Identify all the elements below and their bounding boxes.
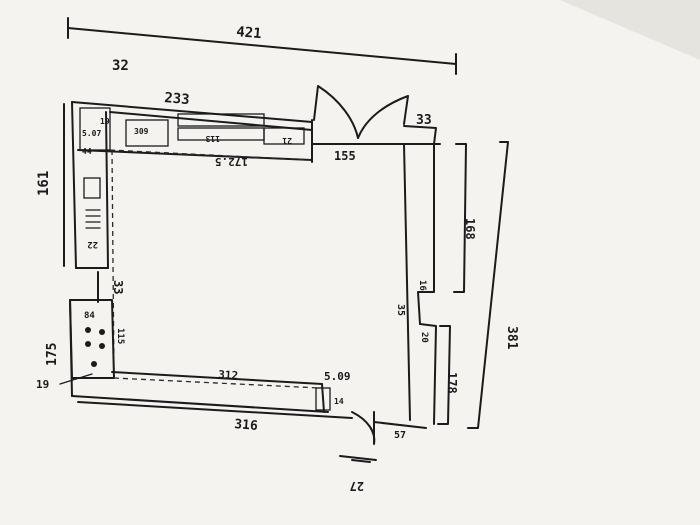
top-box-309: [125, 119, 169, 147]
dimension-line-168: [453, 143, 467, 293]
label-notch-35: 35: [395, 304, 406, 316]
dimension-line-381: [467, 141, 509, 429]
label-notch-20: 20: [419, 332, 429, 343]
label-small-22: 22: [87, 239, 98, 249]
hob-ring-5: [91, 361, 97, 367]
dimension-line-421: [67, 27, 457, 65]
label-right-381: 381: [504, 326, 519, 350]
label-right-178: 178: [445, 372, 459, 394]
door-bottom: [351, 411, 376, 445]
label-small-14: 14: [334, 397, 344, 406]
label-overall-width: 421: [236, 24, 263, 42]
hob-ring-2: [99, 329, 105, 335]
bottom-counter-front: [71, 395, 329, 413]
paper-shadow: [560, 0, 700, 60]
hob-ring-3: [85, 341, 91, 347]
right-wall-inner: [403, 143, 411, 421]
bottom-right-wall: [373, 421, 427, 429]
label-small-44: 44: [82, 147, 92, 156]
label-small-84: 84: [84, 311, 95, 321]
right-wall-upper: [417, 143, 435, 325]
label-right-168: 168: [463, 218, 477, 240]
hob-ring-1: [85, 327, 91, 333]
bottom-box-509: [315, 387, 331, 411]
label-right-33: 33: [416, 113, 432, 128]
left-counter-front: [105, 111, 109, 269]
label-marker-19: 19: [36, 378, 49, 391]
label-bottom-wall: 175: [45, 343, 60, 366]
dimension-line-178: [437, 325, 451, 425]
label-counter-113: 113: [205, 134, 220, 143]
left-counter-dashes: [111, 149, 115, 377]
top-wall-inner: [109, 111, 313, 131]
label-small-27: 27: [350, 479, 364, 493]
label-right-509: 5.09: [324, 370, 351, 383]
right-wall-lower: [419, 323, 437, 425]
top-appliance-3: [263, 127, 305, 145]
label-inner-312: 312: [218, 368, 239, 382]
top-counter-dashes: [109, 149, 311, 161]
label-notch-16: 16: [417, 280, 427, 291]
hob-ring-4: [99, 343, 105, 349]
bottom-counter-top: [111, 371, 323, 385]
door-right-leaf: [357, 95, 409, 139]
dimension-line-316: [77, 401, 353, 419]
left-wall-outer: [71, 101, 77, 269]
top-right-wall: [403, 125, 437, 145]
label-lower-57: 57: [394, 430, 406, 441]
sink-bowl: [83, 177, 101, 199]
label-gap-33: 33: [111, 280, 125, 294]
label-counter-21: 21: [282, 136, 292, 145]
label-small-507: 5.07: [82, 129, 101, 138]
top-appliance-1: [177, 113, 265, 127]
label-sink-wall: 161: [36, 171, 52, 196]
bottom-counter-dashes: [113, 377, 321, 389]
label-small-115: 115: [115, 328, 125, 344]
top-wall-outer: [71, 101, 313, 123]
label-door-155: 155: [334, 149, 356, 163]
label-top-run: 233: [164, 90, 191, 108]
scale-marker-fill: [351, 459, 371, 463]
door-left-leaf: [313, 85, 359, 139]
label-small-19: 19: [100, 117, 110, 126]
scale-marker: [339, 455, 377, 461]
marker-19-arrow: [59, 373, 93, 385]
label-counter-1725: 172.5: [215, 155, 248, 168]
label-bottom-316: 316: [234, 417, 259, 434]
bottom-counter-end: [321, 383, 325, 413]
label-corner-32: 32: [112, 58, 129, 74]
label-counter-309: 309: [134, 127, 149, 136]
top-box-corner: [79, 107, 111, 151]
